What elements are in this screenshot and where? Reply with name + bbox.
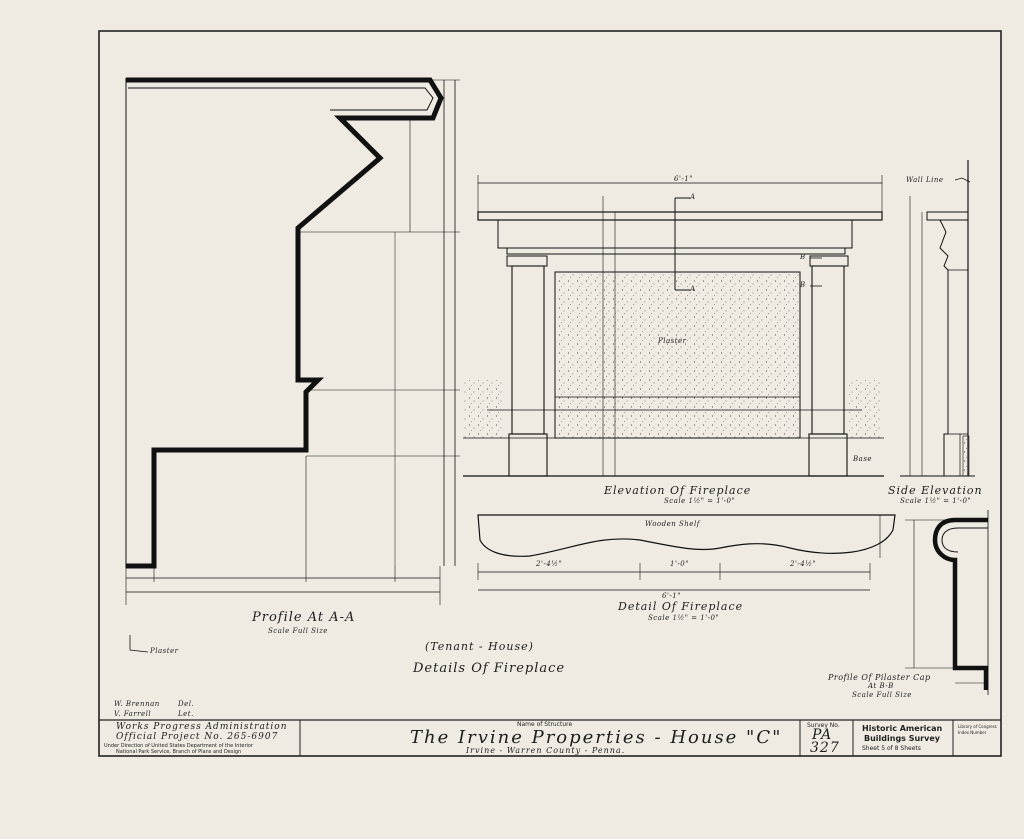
section-marker-a-bottom: A	[690, 285, 696, 293]
profile-aa-title: Profile At A-A	[252, 610, 356, 625]
structure-name: The Irvine Properties - House "C"	[410, 727, 783, 748]
elevation-width-dim: 6'-1"	[674, 175, 693, 183]
pilaster-cap-scale: Scale Full Size	[852, 691, 912, 699]
sheet-number: Sheet 5 of 8 Sheets	[862, 745, 921, 752]
details-title: Details Of Fireplace	[413, 661, 566, 676]
sheet-border	[98, 30, 1002, 757]
structure-location: Irvine - Warren County - Penna.	[466, 746, 626, 755]
shelf-right-dim: 2'-4½"	[790, 560, 817, 568]
elevation-scale: Scale 1½" = 1'-0"	[664, 497, 736, 505]
credit-drawn-name: W. Brennan	[114, 700, 160, 708]
plaster-note: Plaster	[150, 647, 179, 655]
elevation-drawing	[463, 175, 884, 477]
habs-line1: Historic American	[862, 724, 943, 733]
habs-line2: Buildings Survey	[864, 734, 940, 743]
section-marker-b-top: B	[800, 253, 806, 261]
structure-name-label: Name of Structure	[517, 721, 573, 728]
interior-direction: Under Direction of United States Departm…	[104, 743, 254, 749]
side-elevation-drawing	[900, 160, 975, 477]
survey-state: PA	[812, 727, 833, 743]
survey-no-label: Survey No.	[807, 722, 840, 729]
section-marker-b-bottom: B	[800, 281, 806, 289]
section-marker-a-top: A	[690, 193, 696, 201]
pilaster-cap-title: Profile Of Pilaster Cap	[828, 673, 931, 682]
profile-aa-drawing	[125, 77, 460, 653]
shelf-mid-dim: 1'-0"	[670, 560, 689, 568]
side-elevation-title: Side Elevation	[888, 484, 983, 497]
wpa-agency: Works Progress Administration	[116, 722, 288, 732]
index-label: Index Number	[958, 730, 987, 735]
elevation-plaster-label: Plaster	[658, 337, 687, 345]
shelf-left-dim: 2'-4½"	[536, 560, 563, 568]
title-block-lines	[299, 720, 954, 756]
nps-branch: National Park Service, Branch of Plans a…	[116, 749, 242, 755]
loc-label: Library of Congress	[958, 724, 997, 729]
pilaster-cap-sub: At B-B	[868, 682, 894, 690]
pilaster-cap-drawing	[905, 510, 989, 695]
credit-lettered-name: V. Farrell	[114, 710, 152, 718]
tenant-label: (Tenant - House)	[425, 640, 534, 653]
survey-number: 327	[810, 740, 840, 756]
side-elevation-scale: Scale 1½" = 1'-0"	[900, 497, 972, 505]
detail-scale: Scale 1½" = 1'-0"	[648, 614, 720, 622]
credit-lettered-role: Let.	[178, 710, 194, 718]
credit-drawn-role: Del.	[178, 700, 195, 708]
detail-title: Detail Of Fireplace	[618, 600, 744, 613]
wooden-shelf-label: Wooden Shelf	[645, 520, 700, 528]
wall-line-label: Wall Line	[906, 176, 944, 184]
wpa-project: Official Project No. 265-6907	[116, 732, 279, 742]
elevation-base-label: Base	[853, 455, 873, 463]
elevation-title: Elevation Of Fireplace	[604, 484, 752, 497]
shelf-plan-drawing	[477, 514, 896, 591]
profile-aa-scale: Scale Full Size	[268, 627, 328, 635]
shelf-total-dim: 6'-1"	[662, 592, 681, 600]
